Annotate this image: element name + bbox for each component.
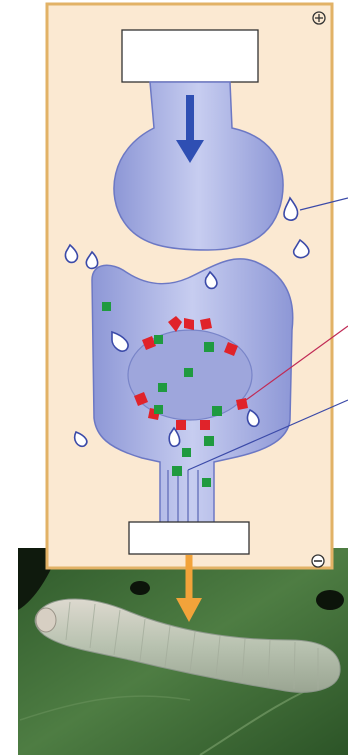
bottom-label-box — [129, 522, 249, 554]
top-label-box — [122, 30, 258, 82]
caterpillar-photo — [18, 548, 348, 755]
minus-icon — [312, 555, 324, 567]
dark-spot-2 — [316, 590, 344, 610]
caterpillar-head — [36, 608, 56, 632]
dark-spot — [130, 581, 150, 595]
